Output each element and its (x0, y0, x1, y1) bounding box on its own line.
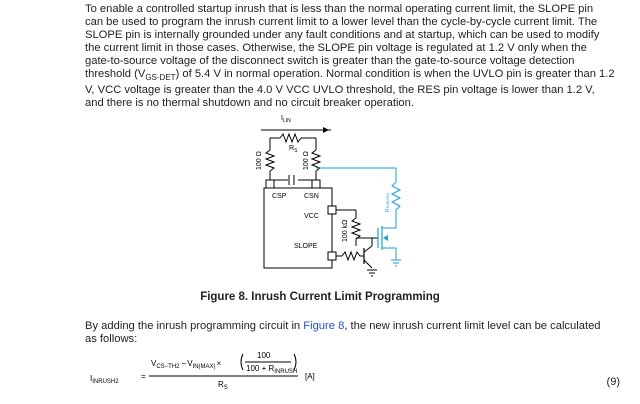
intro-paragraph: To enable a controlled startup inrush th… (85, 3, 625, 110)
bjt-collector (363, 245, 373, 253)
eq-unit: [A] (305, 372, 315, 381)
left-resistor-label: 100 Ω (256, 151, 263, 170)
csn-pin (311, 179, 321, 189)
text-line: By adding the inrush programming circuit… (85, 320, 625, 333)
left-100ohm-resistor (264, 149, 276, 172)
text-line: SLOPE pin is internally grounded under a… (85, 29, 600, 41)
100k-resistor (350, 217, 362, 240)
text-line: V, VCC voltage is greater than the 4.0 V… (85, 84, 595, 97)
100k-label: 100 kΩ (342, 220, 349, 242)
eq-equals: = (141, 372, 146, 381)
figure-caption: Figure 8. Inrush Current Limit Programmi… (200, 291, 440, 303)
frac-denominator: 100 + RINRUSH (246, 364, 297, 375)
equation-number: (9) (606, 376, 620, 388)
bjt-emitter (363, 259, 373, 269)
slope-label: SLOPE (294, 243, 318, 250)
eq-lhs: IINRUSH2 (90, 374, 119, 385)
rinrush-resistor (390, 181, 402, 220)
ilin-label: ILIN (281, 115, 291, 124)
csn-label: CSN (304, 193, 319, 200)
mosfet-arrow-icon (383, 235, 388, 241)
paren-right (293, 353, 297, 371)
text-line: threshold (VGS-DET) of 5.4 V in normal o… (85, 68, 625, 84)
figure-8-link[interactable]: Figure 8 (303, 320, 345, 332)
text-line: To enable a controlled startup inrush th… (85, 3, 594, 15)
csp-label: CSP (272, 193, 287, 200)
text-fragment: threshold (V (85, 68, 146, 80)
subscript: GS-DET (145, 73, 176, 83)
ic-body (263, 187, 333, 269)
frac-numerator: 100 (257, 351, 271, 360)
text-fragment: , the new inrush current limit level can… (344, 320, 601, 332)
slope-pin (327, 251, 337, 261)
text-line: and there is no thermal shutdown and no … (85, 97, 414, 110)
mosfet-drain (382, 220, 397, 229)
vcc-label: VCC (304, 213, 319, 220)
text-line: as follows: (85, 333, 138, 345)
mosfet-source (382, 247, 397, 260)
text-fragment: By adding the inrush programming circuit… (85, 320, 304, 332)
inrush-circuit-diagram: ILIN RS 100 Ω 100 Ω CSP CSN VCC SLOPE 10… (256, 115, 402, 277)
vcc-pin (327, 205, 337, 215)
text-line: gate-to-source voltage of the disconnect… (85, 55, 575, 67)
eq-numerator: VCS−TH2−VIN(MAX)× (151, 359, 222, 370)
text-line: can be used to program the inrush curren… (85, 16, 598, 28)
rs-resistor (279, 132, 302, 144)
right-resistor-label: 100 Ω (303, 151, 310, 170)
current-arrow-icon (323, 127, 329, 133)
inrush-equation: IINRUSH2 = VCS−TH2−VIN(MAX)× 100 100 + R… (90, 351, 315, 391)
eq-denominator: RS (218, 380, 228, 391)
csp-pin (265, 179, 275, 189)
rinrush-label: RINRUSH (385, 193, 391, 212)
text-fragment: ) of 5.4 V in normal operation. Normal c… (175, 68, 615, 80)
rs-label: RS (289, 145, 298, 154)
slope-resistor (341, 250, 364, 262)
equation-intro-paragraph: By adding the inrush programming circuit… (85, 320, 625, 346)
paren-left (240, 353, 244, 371)
blue-sense-wire (316, 167, 397, 182)
text-line: the current limit in those cases. Otherw… (85, 42, 587, 54)
